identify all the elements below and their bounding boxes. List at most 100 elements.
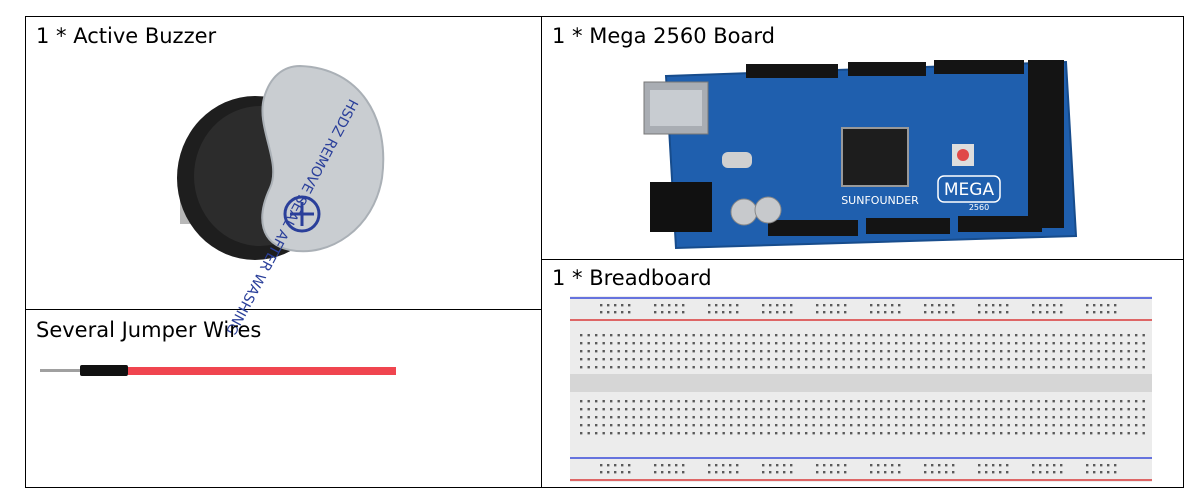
breadboard-center-channel [570, 374, 1152, 392]
breadboard-hole [662, 342, 665, 345]
breadboard-hole [837, 464, 840, 467]
breadboard-hole [940, 424, 943, 427]
breadboard-hole [700, 400, 703, 403]
breadboard-hole [962, 358, 965, 361]
breadboard-hole [1015, 416, 1018, 419]
breadboard-hole [580, 334, 583, 337]
breadboard-hole [782, 334, 785, 337]
breadboard-hole [760, 366, 763, 369]
breadboard-hole [1032, 471, 1035, 474]
breadboard-hole [1097, 432, 1100, 435]
breadboard-hole [947, 342, 950, 345]
breadboard-hole [610, 416, 613, 419]
breadboard-hole [745, 400, 748, 403]
breadboard-hole [1127, 432, 1130, 435]
breadboard-hole [952, 311, 955, 314]
breadboard-hole [752, 334, 755, 337]
breadboard-hole [782, 432, 785, 435]
breadboard-hole [1090, 342, 1093, 345]
breadboard-hole [952, 464, 955, 467]
breadboard-hole [1075, 432, 1078, 435]
breadboard-hole [978, 471, 981, 474]
breadboard-hole [790, 408, 793, 411]
breadboard-hole [1037, 424, 1040, 427]
breadboard-hole [850, 334, 853, 337]
wire-pin [40, 369, 84, 372]
breadboard-hole [692, 366, 695, 369]
breadboard-hole [1000, 432, 1003, 435]
breadboard-hole [1030, 366, 1033, 369]
breadboard-hole [730, 408, 733, 411]
breadboard-hole [700, 432, 703, 435]
breadboard-hole [880, 350, 883, 353]
breadboard-hole [700, 408, 703, 411]
breadboard-hole [760, 416, 763, 419]
breadboard-hole [752, 342, 755, 345]
breadboard-hole [707, 342, 710, 345]
breadboard-hole [877, 464, 880, 467]
breadboard-holes [580, 304, 1145, 474]
breadboard-hole [655, 342, 658, 345]
breadboard-hole [910, 408, 913, 411]
breadboard-hole [760, 432, 763, 435]
breadboard-hole [938, 464, 941, 467]
breadboard-hole [1120, 358, 1123, 361]
breadboard-hole [932, 358, 935, 361]
breadboard-hole [977, 400, 980, 403]
breadboard-hole [837, 304, 840, 307]
breadboard-hole [816, 304, 819, 307]
breadboard-hole [632, 408, 635, 411]
breadboard-hole [776, 464, 779, 467]
breadboard-hole [1022, 424, 1025, 427]
breadboard-hole [745, 366, 748, 369]
breadboard-hole [1045, 342, 1048, 345]
breadboard-hole [736, 471, 739, 474]
breadboard-hole [752, 416, 755, 419]
breadboard-hole [775, 408, 778, 411]
breadboard-hole [707, 408, 710, 411]
breadboard-hole [1097, 342, 1100, 345]
mega-label: 1 * Mega 2560 Board [552, 24, 775, 48]
breadboard-hole [931, 464, 934, 467]
breadboard-hole [670, 424, 673, 427]
header-top-3 [934, 60, 1024, 74]
breadboard-hole [692, 424, 695, 427]
breadboard-hole [820, 334, 823, 337]
breadboard-hole [925, 432, 928, 435]
breadboard-hole [865, 350, 868, 353]
breadboard-hole [887, 400, 890, 403]
breadboard-hole [1135, 358, 1138, 361]
breadboard-hole [940, 366, 943, 369]
breadboard-hole [1082, 400, 1085, 403]
header-bottom-3 [958, 216, 1042, 232]
breadboard-hole [925, 358, 928, 361]
breadboard-hole [820, 432, 823, 435]
breadboard-hole [931, 311, 934, 314]
breadboard-hole [1007, 400, 1010, 403]
breadboard-hole [837, 471, 840, 474]
breadboard-hole [805, 358, 808, 361]
breadboard-hole [820, 400, 823, 403]
breadboard-hole [600, 471, 603, 474]
breadboard-hole [1006, 471, 1009, 474]
breadboard-hole [602, 400, 605, 403]
breadboard-hole [902, 342, 905, 345]
breadboard-hole [880, 358, 883, 361]
breadboard-hole [1142, 416, 1145, 419]
breadboard-hole [587, 358, 590, 361]
breadboard-hole [820, 366, 823, 369]
breadboard-hole [682, 471, 685, 474]
breadboard-hole [602, 432, 605, 435]
breadboard-hole [1052, 400, 1055, 403]
breadboard-hole [895, 432, 898, 435]
breadboard-hole [1053, 464, 1056, 467]
breadboard-hole [1086, 464, 1089, 467]
breadboard-hole [870, 304, 873, 307]
breadboard-hole [797, 424, 800, 427]
breadboard-hole [775, 366, 778, 369]
breadboard-hole [857, 350, 860, 353]
breadboard-hole [745, 350, 748, 353]
breadboard-hole [617, 432, 620, 435]
breadboard-hole [670, 400, 673, 403]
breadboard-hole [1052, 342, 1055, 345]
